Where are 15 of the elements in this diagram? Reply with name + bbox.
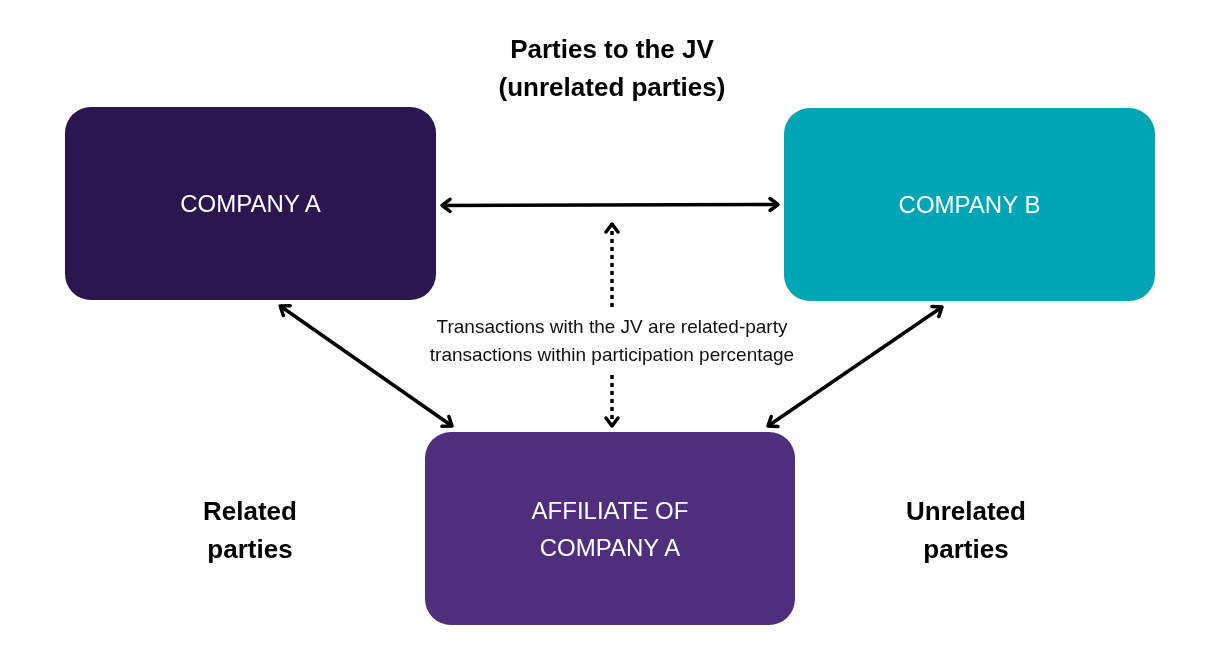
entity-box bbox=[784, 108, 1155, 301]
box-label: COMPANY A bbox=[180, 189, 321, 219]
entity-box bbox=[425, 432, 795, 625]
relationship-label: Parties to the JV (unrelated parties) bbox=[497, 33, 727, 104]
dotted-arrow bbox=[604, 222, 620, 307]
note-text: Transactions with the JV are related-party transactions within participation percentage bbox=[412, 313, 812, 369]
double-arrow bbox=[766, 304, 944, 429]
double-arrow bbox=[278, 303, 454, 429]
relationship-label: Unrelated parties bbox=[905, 495, 1027, 566]
dotted-arrow bbox=[604, 375, 620, 428]
relationship-label: Related parties bbox=[202, 495, 298, 566]
double-arrow bbox=[440, 196, 780, 214]
entity-box bbox=[65, 107, 436, 300]
box-label: COMPANY B bbox=[898, 190, 1041, 220]
box-label: AFFILIATE OF COMPANY A bbox=[530, 495, 690, 563]
